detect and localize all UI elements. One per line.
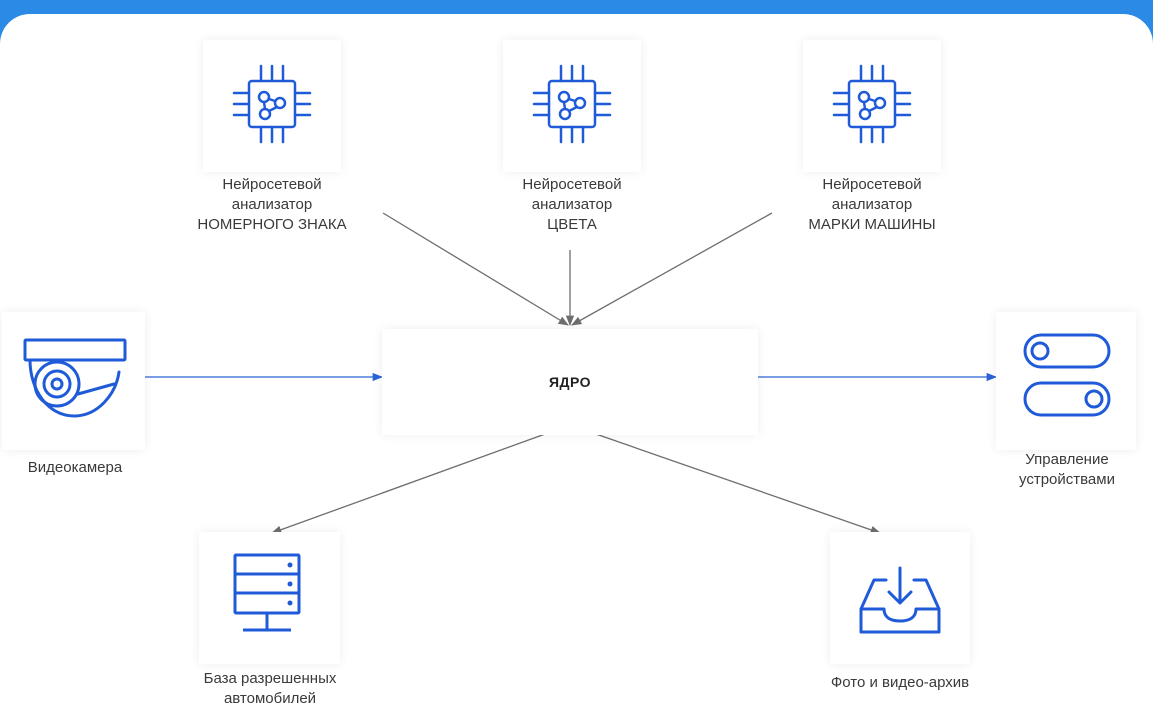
database-box bbox=[199, 532, 340, 664]
arrow-core-to-archive bbox=[569, 424, 881, 534]
analyzer-plate-box bbox=[203, 40, 341, 172]
arrow-analyzer-brand-to-core bbox=[571, 212, 773, 326]
core-label: ЯДРО bbox=[548, 374, 592, 390]
video-camera-icon bbox=[23, 338, 127, 418]
archive-label: Фото и видео-архив bbox=[830, 674, 970, 691]
analyzer-brand-label: Нейросетевой анализатор МАРКИ МАШИНЫ bbox=[808, 176, 936, 233]
archive-box bbox=[830, 532, 970, 664]
server-database-icon bbox=[233, 553, 301, 632]
devices-label: Управление устройствами bbox=[1019, 451, 1115, 488]
arrow-analyzer-plate-to-core bbox=[382, 212, 569, 326]
neural-chip-icon bbox=[832, 64, 912, 144]
diagram-canvas: Нейросетевой анализатор НОМЕРНОГО ЗНАКА … bbox=[0, 14, 1153, 721]
camera-box bbox=[2, 312, 145, 450]
analyzer-plate-label: Нейросетевой анализатор НОМЕРНОГО ЗНАКА bbox=[197, 176, 347, 233]
arrow-core-to-database bbox=[271, 424, 571, 534]
neural-chip-icon bbox=[232, 64, 312, 144]
database-label: База разрешенных автомобилей bbox=[203, 670, 337, 707]
download-tray-icon bbox=[859, 566, 941, 634]
core-box: ЯДРО bbox=[382, 329, 758, 435]
toggle-switches-icon bbox=[1023, 333, 1111, 417]
devices-box bbox=[996, 312, 1136, 450]
analyzer-color-label: Нейросетевой анализатор ЦВЕТА bbox=[522, 176, 622, 233]
camera-label: Видеокамера bbox=[27, 459, 123, 476]
connector-lines bbox=[145, 212, 998, 534]
analyzer-color-box bbox=[503, 40, 641, 172]
analyzer-brand-box bbox=[803, 40, 941, 172]
neural-chip-icon bbox=[532, 64, 612, 144]
